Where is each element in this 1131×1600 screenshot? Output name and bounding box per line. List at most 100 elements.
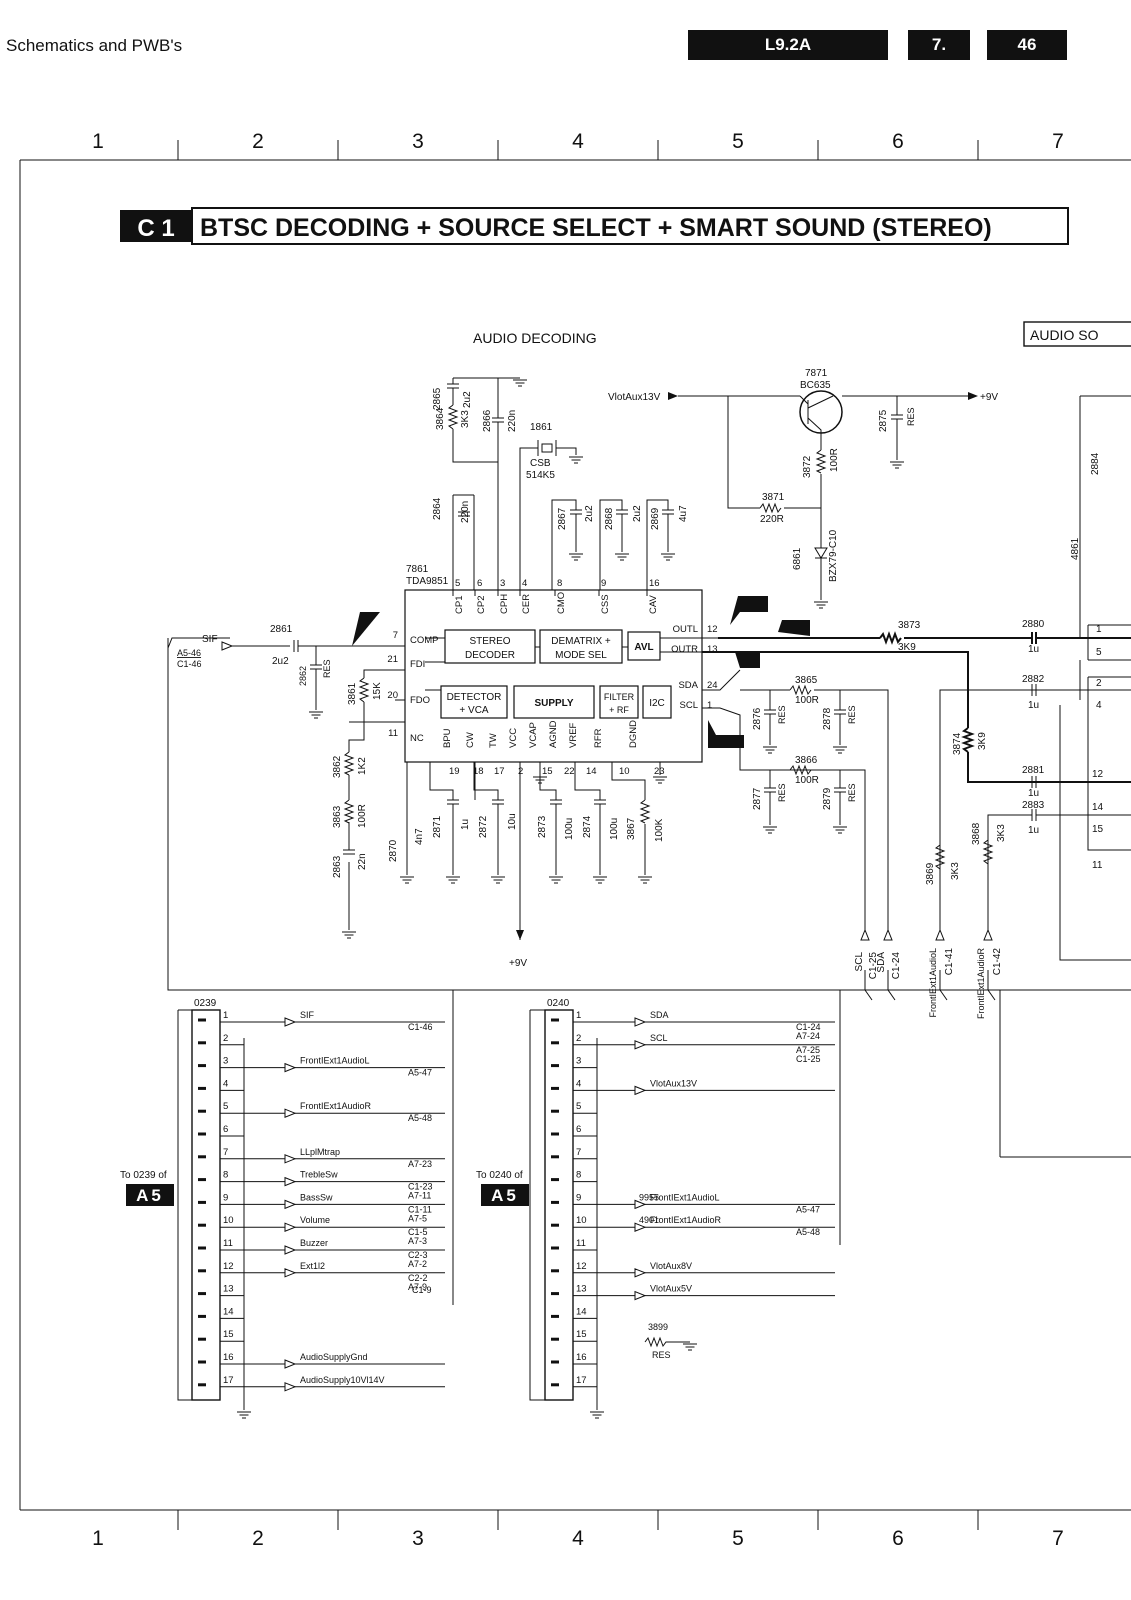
- c2861-value: 2u2: [272, 656, 289, 667]
- signal-name: Buzzer: [300, 1238, 328, 1248]
- grid-number: 5: [732, 1527, 744, 1550]
- signal-name: TrebleSw: [300, 1170, 338, 1180]
- c2863-value: 22n: [357, 853, 368, 870]
- signal-ref: C1-11: [408, 1204, 432, 1214]
- c2872-ref: 2872: [478, 815, 489, 838]
- r3869-ref: 3869: [925, 862, 936, 885]
- connector-pin-number: 10: [576, 1215, 587, 1226]
- net-scl: SCL: [854, 952, 865, 972]
- grid-number: 1: [92, 1527, 104, 1550]
- ic-pin-name: TW: [488, 733, 499, 748]
- grid-number: 4: [572, 130, 584, 153]
- signal-name: VlotAux13V: [650, 1078, 697, 1088]
- c2876-value: RES: [777, 705, 787, 724]
- signal-arrow: [284, 1017, 296, 1027]
- ic-pin-name: CSS: [600, 594, 611, 614]
- connector-pin-number: 2: [576, 1033, 581, 1044]
- upper-frame: [167, 638, 1131, 991]
- ic-pin-name: VCAP: [528, 722, 539, 748]
- r3863-value: 100R: [357, 804, 368, 828]
- section-title: Schematics and PWB's: [6, 36, 183, 55]
- connector-pin-number: 16: [223, 1352, 234, 1363]
- r3872-ref: 3872: [802, 455, 813, 478]
- signal-name: SDA: [650, 1010, 669, 1020]
- a5-board: A5: [491, 1186, 519, 1205]
- connector-pin-number: 4: [576, 1078, 581, 1089]
- to-0239-label: To 0239 of: [120, 1170, 167, 1181]
- ic-pin-number: 17: [494, 766, 505, 777]
- signal-ref: A7-11: [408, 1191, 431, 1201]
- ic-pin-name: CER: [521, 594, 532, 614]
- model-box: L9.2A: [688, 30, 888, 60]
- ic-pin-number: 9: [601, 578, 606, 589]
- sif-ref-a: A5-46: [177, 648, 201, 658]
- grid-number: 6: [892, 130, 904, 153]
- c2871-value: 1u: [460, 819, 471, 830]
- ic-pin-name: RFR: [593, 728, 604, 748]
- ic-pin-name: OUTL: [673, 624, 698, 635]
- crystal-ref: 1861: [530, 422, 553, 433]
- ic-pin-name: FDO: [410, 695, 430, 706]
- ic-pin-name: AGND: [548, 720, 559, 748]
- right-pin: 11: [1092, 860, 1103, 871]
- r3864-value: 3K3: [460, 410, 471, 428]
- right-pin: 5: [1096, 647, 1102, 658]
- grid-number: 6: [892, 1527, 904, 1550]
- output-network: 3873 3K9 2880 1u 3874 3K9 2881 1u 3865 1…: [702, 452, 1131, 930]
- page-box: 46: [987, 30, 1067, 60]
- connector-pin-number: 2: [223, 1033, 228, 1044]
- c2877-value: RES: [777, 783, 787, 802]
- r3871-value: 220R: [760, 514, 784, 525]
- to-0240-label: To 0240 of: [476, 1170, 523, 1181]
- signal-name: FrontIExt1AudioL: [650, 1192, 720, 1202]
- c2883-value: 1u: [1028, 825, 1039, 836]
- ic-pin-number: 11: [388, 728, 398, 739]
- signal-name: AudioSupplyGnd: [300, 1352, 368, 1362]
- net-audiol-ref: C1-41: [944, 948, 955, 976]
- c2875-ref: 2875: [878, 409, 889, 432]
- resistor-value: RES: [652, 1350, 671, 1360]
- zener-ref: 6861: [792, 547, 803, 570]
- right-pin: 1: [1096, 624, 1102, 635]
- dematrix-block: DEMATRIX +: [551, 636, 611, 647]
- signal-arrow: [634, 1291, 646, 1301]
- r3865-ref: 3865: [795, 675, 818, 686]
- c2881-value: 1u: [1028, 788, 1039, 799]
- connector-body: [191, 1009, 221, 1401]
- signal-ref: C1-46: [408, 1022, 433, 1032]
- signal-ref: A5-48: [796, 1227, 820, 1237]
- ic-pin-name: CPH: [499, 594, 510, 614]
- grid-top: 1 2 3 4 5 6 7: [20, 130, 1131, 161]
- c2870-ref: 2870: [388, 839, 399, 862]
- connector-pin-number: 13: [576, 1284, 587, 1295]
- signal-arrow: [284, 1245, 296, 1255]
- ic-pin-name: BPU: [442, 728, 453, 748]
- grid-number: 2: [252, 1527, 264, 1550]
- r3862-ref: 3862: [332, 755, 343, 778]
- ic-pin-number: 1: [707, 700, 712, 711]
- ic-pin-name: FDI: [410, 659, 425, 670]
- signal-name: FrontIExt1AudioR: [300, 1101, 372, 1111]
- connector-pin-number: 15: [576, 1329, 587, 1340]
- r3863-ref: 3863: [332, 805, 343, 828]
- signal-name: SCL: [650, 1033, 668, 1043]
- right-pin: 2: [1096, 678, 1102, 689]
- net-audior: FrontIExt1AudioR: [976, 948, 986, 1020]
- chapter-box: 7.: [908, 30, 970, 60]
- connector-pin-number: 6: [576, 1124, 581, 1135]
- avl-block: AVL: [634, 642, 653, 653]
- connector-pin-number: 7: [576, 1147, 581, 1158]
- ic-pin-name: SDA: [678, 680, 698, 691]
- connector-pin-number: 3: [576, 1056, 581, 1067]
- grid-number: 2: [252, 130, 264, 153]
- right-pin: 4: [1096, 700, 1102, 711]
- ground-symbol: [236, 1411, 252, 1419]
- grid-number: 3: [412, 130, 424, 153]
- connector-body: [544, 1009, 574, 1401]
- r3869-value: 3K3: [950, 862, 961, 880]
- crystal-value: 514K5: [526, 470, 555, 481]
- c2883-ref: 2883: [1022, 800, 1045, 811]
- signal-arrow: [284, 1154, 296, 1164]
- resistor-3899: [644, 1336, 690, 1348]
